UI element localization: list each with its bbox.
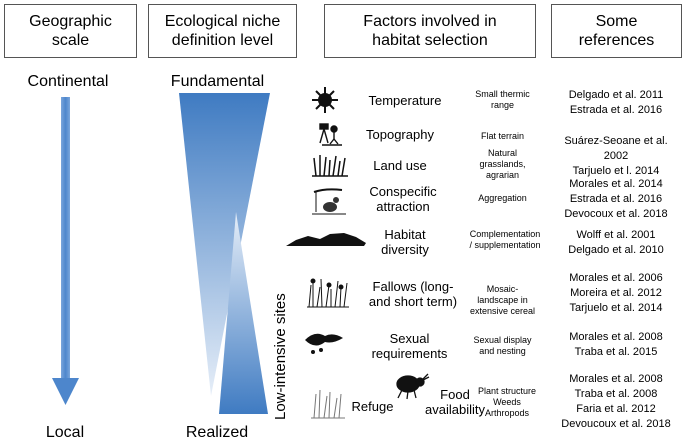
- desc-habitat-diversity: Complementation / supplementation: [469, 229, 541, 250]
- desc-temperature: Small thermic range: [475, 89, 530, 110]
- refs-conspecific-attraction: Morales et al. 2014 Estrada et al. 2016 …: [564, 178, 668, 220]
- scale-arrow: [52, 97, 79, 405]
- desc-land-use: Natural grasslands, agrarian: [479, 148, 526, 180]
- header-geographic-scale: Geographic scale: [4, 4, 137, 58]
- header-niche-level: Ecological niche definition level: [148, 4, 297, 58]
- scale-bottom-label: Local: [45, 424, 85, 441]
- refs-food-availability: Morales et al. 2008 Traba et al. 2008 Fa…: [561, 373, 671, 430]
- factor-land-use: Land use: [373, 158, 427, 173]
- desc-fallows: Mosaic- landscape in extensive cereal: [469, 284, 536, 316]
- desc-topography: Flat terrain: [480, 131, 524, 141]
- realized-triangle: [219, 212, 268, 414]
- fundamental-triangle: [179, 93, 270, 396]
- factor-temperature: Temperature: [368, 93, 442, 108]
- refs-sexual-requirements: Morales et al. 2008 Traba et al. 2015: [569, 331, 663, 358]
- desc-sexual-requirements: Sexual display and nesting: [473, 335, 532, 356]
- header-references: Some references: [551, 4, 682, 58]
- meadow-icon: [307, 278, 349, 308]
- bird-icon: [312, 188, 346, 215]
- low-intensive-sites-label: Low-intensive sites: [272, 293, 289, 420]
- niche-top-label: Fundamental: [170, 73, 265, 90]
- factor-refuge: Refuge: [351, 399, 394, 414]
- display-bird-icon: [305, 333, 343, 354]
- landscape-icon: [286, 233, 366, 246]
- factor-fallows: Fallows (long- and short term): [368, 279, 458, 309]
- scale-top-label: Continental: [27, 73, 109, 90]
- niche-bottom-label: Realized: [185, 424, 249, 441]
- refs-temperature: Delgado et al. 2011 Estrada et al. 2016: [568, 89, 664, 116]
- factor-topography: Topography: [366, 127, 434, 142]
- beetle-icon: [396, 373, 430, 400]
- surveyor-icon: [319, 123, 342, 146]
- sun-icon: [312, 87, 338, 113]
- refs-topography: Suárez-Seoane et al. 2002 Tarjuelo et l.…: [564, 135, 668, 177]
- factor-conspecific-attraction: Conspecific attraction: [369, 184, 437, 214]
- factor-food-availability: Food availability: [425, 387, 485, 417]
- grass-icon: [312, 155, 348, 177]
- factor-sexual-requirements: Sexual requirements: [371, 331, 448, 361]
- desc-conspecific-attraction: Aggregation: [478, 193, 527, 203]
- factor-habitat-diversity: Habitat diversity: [381, 227, 429, 257]
- refs-habitat-diversity: Wolff et al. 2001 Delgado et al. 2010: [568, 229, 664, 256]
- desc-food-availability: Plant structure Weeds Arthropods: [477, 386, 537, 418]
- header-factors: Factors involved in habitat selection: [324, 4, 536, 58]
- refuge-icon: [311, 389, 345, 419]
- refs-fallows: Morales et al. 2006 Moreira et al. 2012 …: [569, 272, 663, 314]
